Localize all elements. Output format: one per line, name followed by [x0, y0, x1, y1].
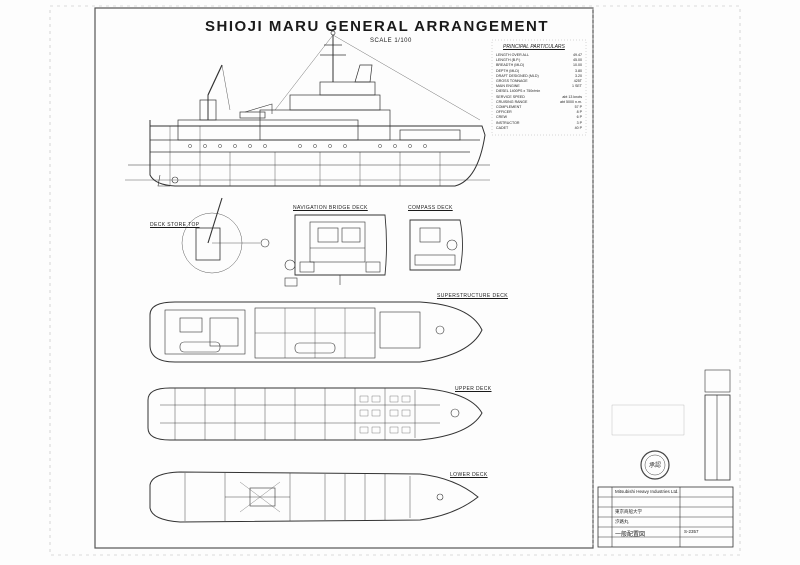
particulars-label: OFFICER — [496, 110, 512, 115]
particulars-row: CRUISING RANGE abt 5000 n.m. — [496, 100, 582, 104]
upper-deck-plan — [147, 387, 483, 441]
particulars-value: abt 5000 n.m. — [560, 99, 582, 104]
particulars-value: 8 P — [576, 110, 582, 115]
particulars-row: GROSS TONNAGE 425T — [496, 79, 582, 83]
note-box — [611, 404, 685, 436]
title-block-company: Mitsubishi Heavy Industries Ltd. — [615, 489, 679, 494]
outer-border — [49, 5, 741, 556]
particulars-value: 3.80 — [575, 68, 582, 73]
particulars-label: DIESEL 1400PS x 750r/min — [496, 89, 541, 94]
particulars-value: 3 P — [576, 120, 582, 125]
particulars-value: 57 P — [574, 105, 582, 109]
particulars-label: DEPTH (MLD) — [496, 68, 520, 73]
particulars-label: GROSS TONNAGE — [496, 79, 528, 83]
particulars-row: INSTRUCTOR 3 P — [496, 121, 582, 125]
superstructure-deck-plan — [149, 301, 483, 363]
particulars-row: BREADTH (MLD) 10.00 — [496, 63, 582, 67]
drawing-title: SHIOJI MARU GENERAL ARRANGEMENT — [205, 18, 550, 35]
particulars-value: 10.00 — [573, 63, 582, 68]
particulars-row: LENGTH OVER ALL 49.47 — [496, 53, 582, 57]
particulars-label: INSTRUCTOR — [496, 120, 520, 125]
label-compass-deck: COMPASS DECK — [408, 205, 453, 211]
label-upper-deck: UPPER DECK — [455, 386, 492, 392]
particulars-row: SERVICE SPEED abt 13 knots — [496, 95, 582, 99]
particulars-label: BREADTH (MLD) — [496, 63, 525, 68]
particulars-label: COMPLEMENT — [496, 105, 522, 109]
particulars-row: CADET 40 P — [496, 126, 582, 130]
particulars-row: DIESEL 1400PS x 750r/min — [496, 89, 582, 93]
particulars-label: LENGTH (B.P.) — [496, 58, 521, 63]
particulars-row: CREW 6 P — [496, 115, 582, 119]
approval-stamp: 承認 — [640, 450, 670, 480]
particulars-label: MAIN ENGINE — [496, 84, 520, 89]
svg-text:承認: 承認 — [649, 461, 661, 469]
particulars-value: 40 P — [574, 125, 582, 130]
label-superstructure-deck: SUPERSTRUCTURE DECK — [437, 293, 508, 299]
particulars-value: abt 13 knots — [562, 94, 582, 99]
particulars-value: 45.00 — [573, 58, 582, 63]
title-block-vessel: 汐路丸 — [615, 519, 629, 524]
particulars-value: 6 P — [576, 115, 582, 120]
particulars-row: COMPLEMENT 57 P — [496, 105, 582, 109]
particulars-label: DRAFT DESIGNED (MLD) — [496, 73, 539, 78]
label-lower-deck: LOWER DECK — [450, 472, 488, 478]
particulars-label: CRUISING RANGE — [496, 99, 528, 104]
particulars-row: LENGTH (B.P.) 45.00 — [496, 58, 582, 62]
ship-profile-view — [125, 30, 490, 187]
particulars-label: CADET — [496, 125, 509, 130]
title-block-owner: 東京商船大学 — [615, 509, 642, 514]
principal-particulars-frame — [491, 39, 587, 136]
particulars-row: OFFICER 8 P — [496, 110, 582, 114]
principal-particulars-heading: PRINCIPAL PARTICULARS — [503, 44, 565, 50]
compass-deck-plan — [409, 219, 463, 271]
drawing-scale: SCALE 1/100 — [370, 38, 412, 44]
navigation-bridge-deck-plan — [284, 214, 387, 287]
label-navigation-bridge-deck: NAVIGATION BRIDGE DECK — [293, 205, 368, 211]
particulars-label: LENGTH OVER ALL — [496, 53, 529, 57]
particulars-value: 49.47 — [573, 53, 582, 57]
label-deck-store-top: DECK STORE TOP — [150, 222, 200, 228]
deck-store-top-plan — [181, 197, 270, 274]
particulars-row: MAIN ENGINE 1 SET — [496, 84, 582, 88]
particulars-value: 425T — [573, 79, 582, 83]
lower-deck-plan — [149, 471, 479, 523]
title-block-number: S-2357 — [684, 529, 699, 534]
particulars-label: SERVICE SPEED — [496, 94, 525, 99]
title-block-drawing-name: 一般配置図 — [615, 532, 646, 538]
particulars-value: 1 SET — [572, 84, 582, 89]
particulars-value: 3.20 — [575, 73, 582, 78]
particulars-label: CREW — [496, 115, 507, 120]
particulars-row: DRAFT DESIGNED (MLD) 3.20 — [496, 74, 582, 78]
title-block — [597, 369, 734, 548]
particulars-row: DEPTH (MLD) 3.80 — [496, 69, 582, 73]
